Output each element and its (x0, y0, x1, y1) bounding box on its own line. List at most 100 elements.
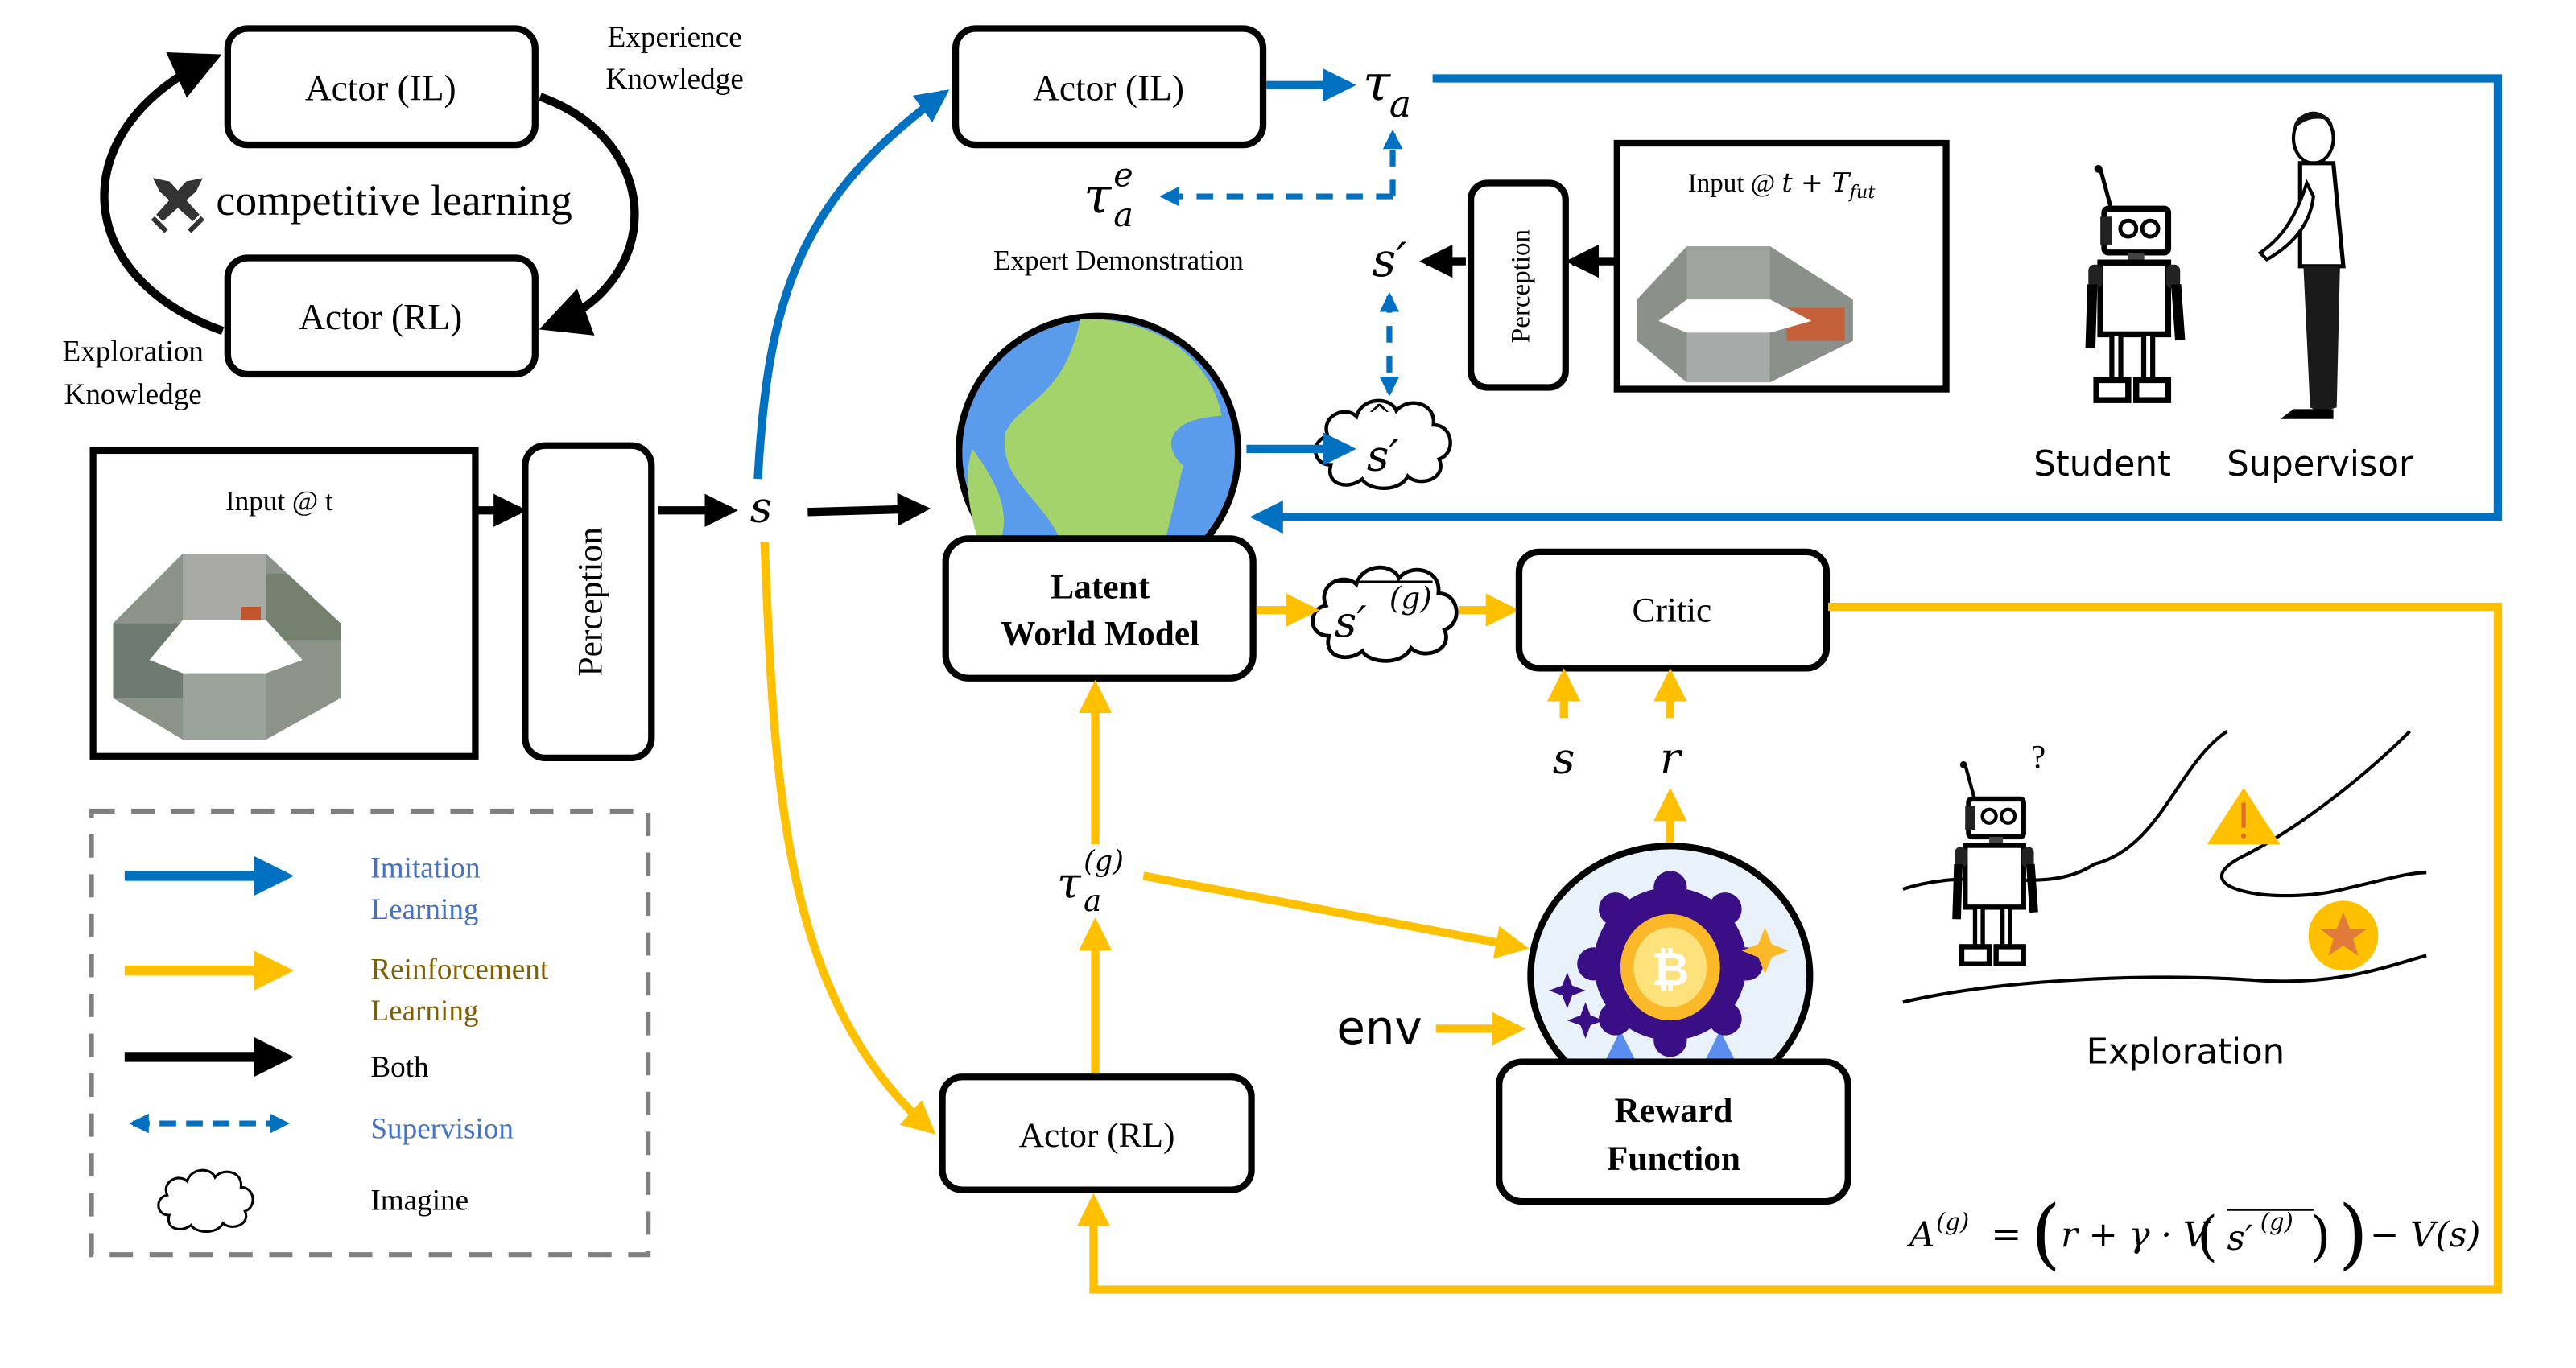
legend-item-imitation: Imitation Learning (124, 852, 481, 926)
crossed-swords-icon (151, 178, 205, 233)
reward-function-box[interactable] (1496, 1058, 1852, 1205)
svg-text:a: a (1084, 884, 1101, 918)
exploration-label-line2: Knowledge (64, 378, 202, 411)
legend-item-imagine: Imagine (159, 1170, 469, 1231)
legend-border (89, 808, 651, 1258)
svg-text:(: ( (2197, 1205, 2218, 1267)
svg-text:s′: s′ (2227, 1218, 2252, 1259)
svg-text:Learning: Learning (370, 995, 478, 1028)
question-mark-icon: ? (2031, 738, 2046, 775)
warning-triangle-icon (2207, 788, 2281, 845)
s-prime-hat-label: s′ (1367, 431, 1399, 481)
arrow-s-to-world-model (807, 492, 931, 526)
actor-rl-label-competitive: Actor (RL) (299, 297, 462, 337)
latent-world-model-box[interactable] (942, 535, 1257, 682)
input-t-title: Input @ t (225, 485, 333, 517)
svg-text:(g): (g) (2260, 1208, 2293, 1235)
svg-text:τ: τ (1363, 54, 1392, 112)
experience-label-line2: Knowledge (606, 63, 744, 96)
perception-box-future[interactable] (1467, 179, 1569, 391)
supervisor-label: Supervisor (2227, 444, 2413, 484)
critic-input-r: r (1660, 732, 1683, 783)
svg-text:A: A (1906, 1215, 1934, 1255)
svg-text:Reinforcement: Reinforcement (370, 953, 548, 986)
tau-a-g-label: τ (g) a (1057, 845, 1124, 918)
perception-label-future: Perception (1506, 229, 1535, 343)
expert-demonstration-label: Expert Demonstration (993, 245, 1244, 276)
cloud-icon (159, 1170, 253, 1231)
reward-label-line2: Function (1607, 1139, 1740, 1178)
critic-label: Critic (1633, 591, 1712, 630)
supervisor-person-icon (2257, 111, 2346, 419)
svg-text:): ) (2310, 1205, 2331, 1267)
input-t-panel: Input @ t Perception s (89, 442, 931, 761)
star-reward-icon (2308, 900, 2379, 971)
student-label: Student (2033, 444, 2171, 484)
arrow-s-to-actor-il (753, 89, 950, 480)
student-supervisor-illustration: Student Supervisor (2033, 111, 2413, 484)
actor-rl-label: Actor (RL) (1019, 1116, 1175, 1155)
tau-a-label: τ a (1363, 54, 1411, 126)
svg-text:Both: Both (370, 1051, 429, 1084)
competitive-learning-panel: Actor (IL) Actor (RL) competitive learni… (62, 21, 743, 411)
svg-text:(: ( (2031, 1189, 2061, 1278)
env-label: env (1336, 1000, 1422, 1055)
legend: Imitation Learning Reinforcement Learnin… (89, 808, 651, 1258)
svg-text:e: e (1113, 156, 1133, 195)
explorer-robot-icon (1955, 761, 2033, 964)
experience-label-line1: Experience (608, 21, 742, 54)
arrow-experience-knowledge (539, 93, 639, 336)
svg-text:τ: τ (1084, 167, 1113, 225)
svg-text:τ: τ (1057, 857, 1082, 908)
actor-rl-box-competitive[interactable] (224, 254, 539, 378)
svg-text:Imitation: Imitation (370, 852, 481, 885)
actor-il-box[interactable] (952, 25, 1267, 149)
tau-a-expert-label: τ e a (1084, 156, 1133, 235)
hat-accent: ^ (1367, 398, 1392, 433)
svg-text:a: a (1113, 196, 1133, 234)
bitcoin-medal-icon: ₿ (1527, 843, 1814, 1109)
perception-box-t[interactable] (522, 442, 655, 761)
svg-text:=: = (1991, 1213, 2021, 1255)
svg-text:r + γ · V: r + γ · V (2061, 1215, 2211, 1255)
actor-il-label: Actor (IL) (1033, 68, 1184, 108)
legend-item-both: Both (124, 1036, 429, 1084)
arrow-exploration-knowledge (100, 52, 225, 336)
svg-text:Supervision: Supervision (370, 1113, 514, 1146)
terrain-line-mid (2219, 730, 2427, 898)
student-robot-icon (2088, 165, 2180, 400)
actor-il-label-competitive: Actor (IL) (305, 68, 456, 108)
competitive-learning-label: competitive learning (216, 176, 572, 225)
arrow-s-to-actor-rl (760, 542, 936, 1135)
svg-text:₿: ₿ (1651, 942, 1689, 997)
svg-text:(g): (g) (1084, 845, 1124, 878)
critic-input-s: s (1553, 732, 1575, 783)
svg-text:s′: s′ (1335, 596, 1367, 647)
reward-label-line1: Reward (1615, 1091, 1733, 1130)
s-prime-label: s′ (1373, 233, 1407, 287)
actor-il-box-competitive[interactable] (224, 25, 539, 149)
world-model-label-line2: World Model (1001, 614, 1199, 653)
legend-item-reinforcement: Reinforcement Learning (124, 950, 549, 1028)
svg-text:(g): (g) (1389, 581, 1432, 616)
svg-text:Learning: Learning (370, 893, 478, 926)
reinforcement-feedback-loop (1076, 602, 2503, 1294)
actor-rl-box[interactable] (939, 1073, 1255, 1193)
advantage-equation: A (g) = ( r + γ · V ( s′ (g) ) ) − V(s) (1906, 1189, 2480, 1278)
perception-label-t: Perception (571, 527, 609, 677)
svg-text:a: a (1389, 83, 1411, 126)
exploration-illustration: ? Exploration (1902, 730, 2427, 1073)
svg-text:): ) (2339, 1189, 2368, 1278)
input-future-title: Input @ t + Tfut (1688, 167, 1876, 203)
svg-text:(g): (g) (1936, 1208, 1969, 1235)
terrain-line-top (1902, 730, 2228, 891)
legend-item-supervision: Supervision (129, 1113, 514, 1146)
world-model-label-line1: Latent (1051, 568, 1150, 607)
svg-text:Imagine: Imagine (370, 1184, 469, 1217)
arrow-tau-g-to-reward (1142, 871, 1530, 959)
svg-text:− V(s): − V(s) (2370, 1215, 2480, 1255)
terrain-line-bottom (1902, 954, 2427, 1004)
imitation-feedback-loop (1249, 74, 2503, 534)
earth-icon (956, 312, 1242, 592)
exploration-label-line1: Exploration (62, 335, 204, 368)
